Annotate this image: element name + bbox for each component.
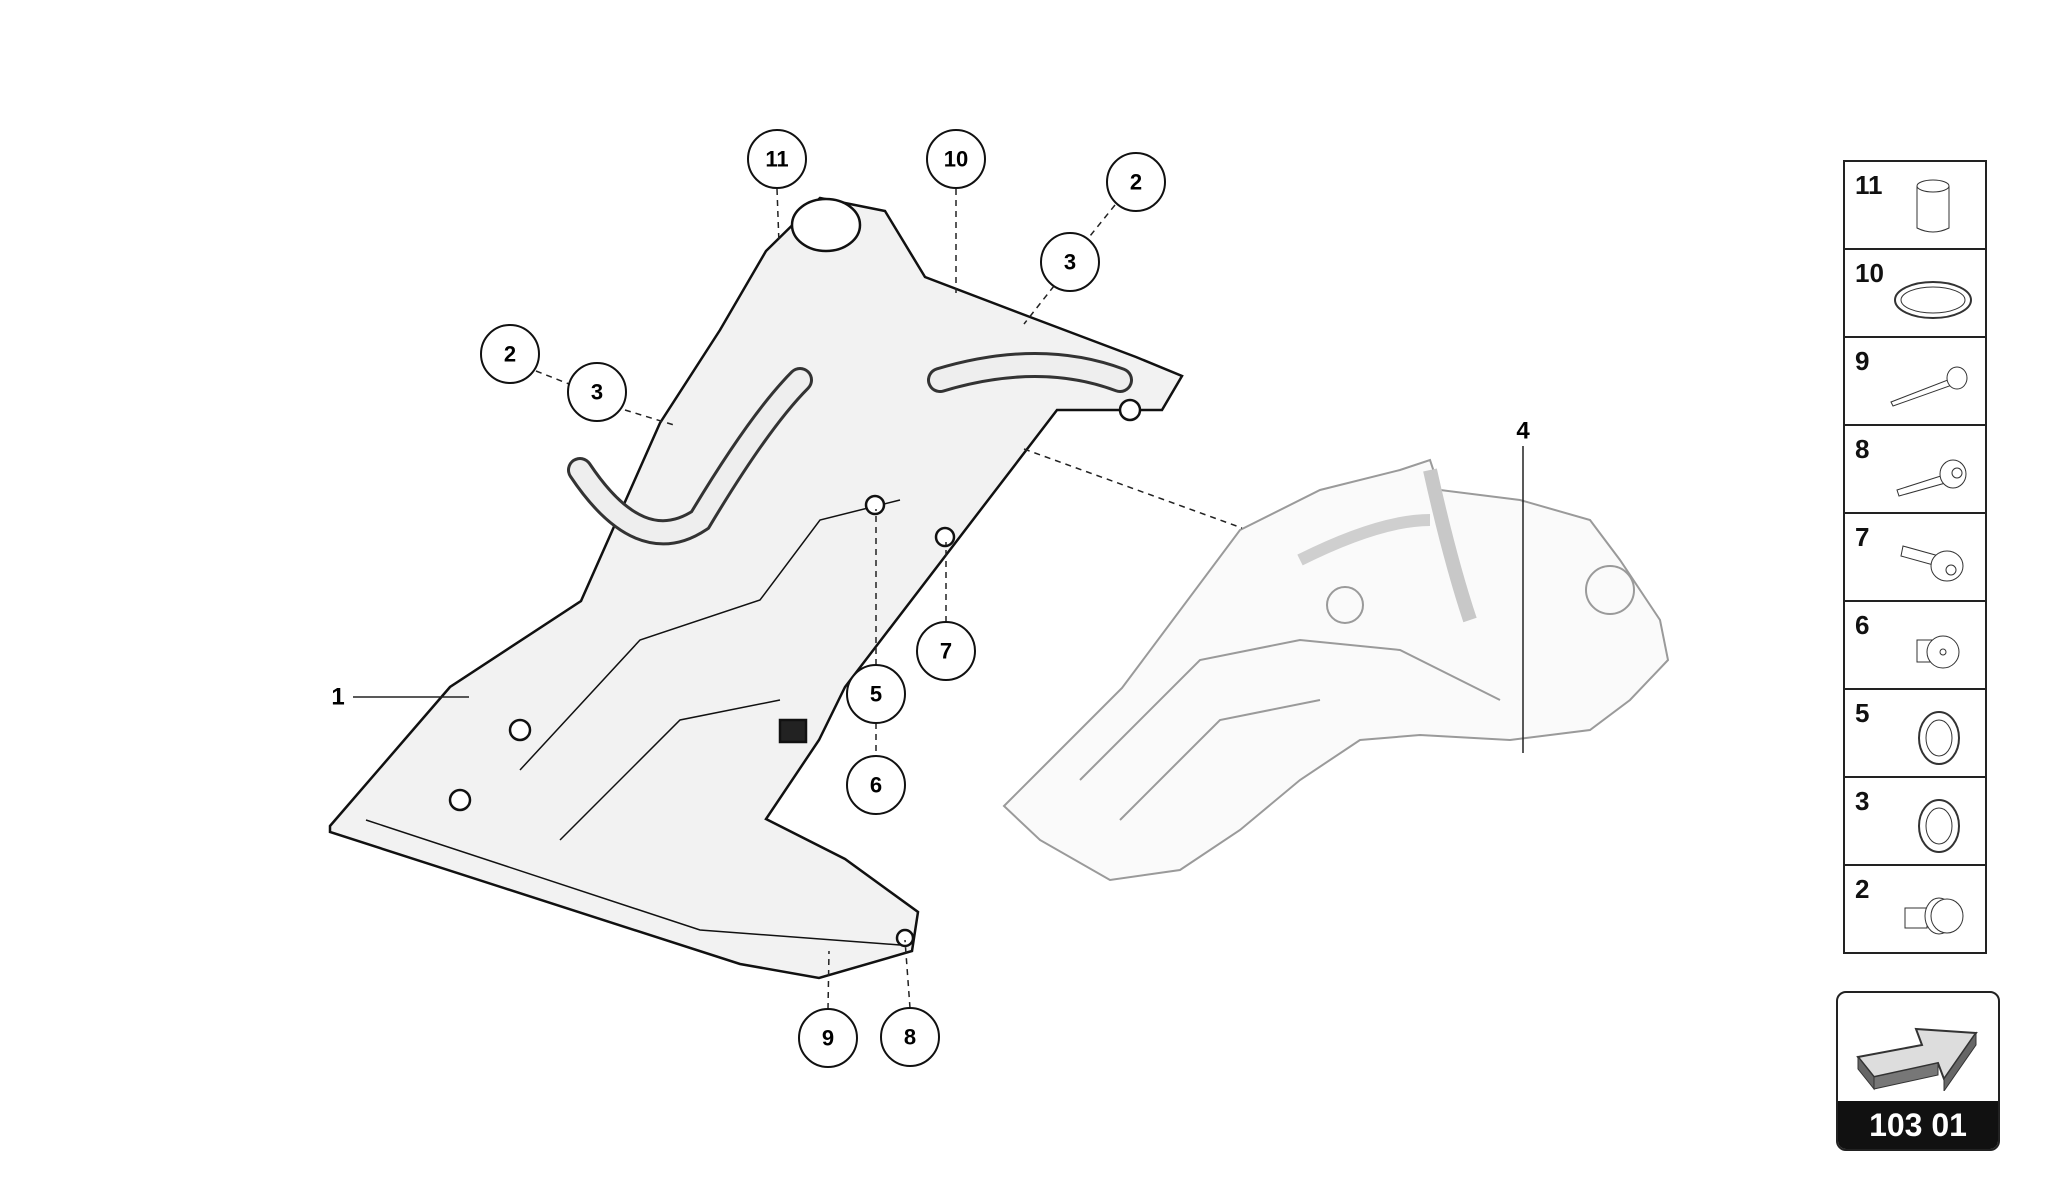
bolt-icon bbox=[1896, 459, 1967, 497]
plug-icon bbox=[1916, 635, 1960, 669]
legend-number: 11 bbox=[1855, 170, 1883, 200]
callout-2-left: 2 bbox=[480, 324, 540, 384]
leader-lines bbox=[353, 188, 1524, 1010]
legend-item-8: 8 bbox=[1845, 426, 1985, 514]
legend-item-6: 6 bbox=[1845, 602, 1985, 690]
legend-number: 10 bbox=[1855, 258, 1884, 288]
svg-text:10: 10 bbox=[944, 147, 968, 172]
legend-item-11: 11 bbox=[1845, 162, 1985, 250]
arrow-icon bbox=[1856, 1027, 1978, 1091]
part-1-drawing bbox=[328, 196, 1184, 980]
callout-3-left: 3 bbox=[567, 362, 627, 422]
legend-number: 5 bbox=[1855, 698, 1870, 728]
callout-6: 6 bbox=[846, 755, 906, 815]
page-reference-code: 103 01 bbox=[1838, 1101, 1998, 1149]
legend-item-3: 3 bbox=[1845, 778, 1985, 866]
legend-number: 7 bbox=[1855, 522, 1870, 552]
callout-10: 10 bbox=[926, 129, 986, 189]
gasket-icon bbox=[1894, 281, 1972, 319]
legend-item-5: 5 bbox=[1845, 690, 1985, 778]
svg-text:6: 6 bbox=[870, 773, 882, 798]
page-reference-button[interactable]: 103 01 bbox=[1836, 991, 2000, 1151]
legend-item-2: 2 bbox=[1845, 866, 1985, 952]
svg-text:11: 11 bbox=[765, 147, 788, 172]
svg-text:2: 2 bbox=[1130, 170, 1142, 195]
svg-text:3: 3 bbox=[1064, 250, 1076, 275]
long-bolt-icon bbox=[1890, 366, 1968, 407]
svg-text:8: 8 bbox=[904, 1025, 916, 1050]
seal-ring-icon bbox=[1918, 711, 1960, 765]
callout-5: 5 bbox=[846, 664, 906, 724]
legend-item-10: 10 bbox=[1845, 250, 1985, 338]
exploded-diagram: 11 10 2 3 2 3 7 5 6 9 8 1 4 bbox=[328, 129, 1670, 1068]
seal-ring-icon bbox=[1918, 799, 1960, 853]
svg-text:7: 7 bbox=[940, 639, 952, 664]
callout-3-right: 3 bbox=[1040, 232, 1100, 292]
svg-text:3: 3 bbox=[591, 380, 603, 405]
legend-number: 6 bbox=[1855, 610, 1870, 640]
callout-7: 7 bbox=[916, 621, 976, 681]
screw-plug-icon bbox=[1904, 897, 1964, 935]
short-bolt-icon bbox=[1900, 545, 1964, 582]
callout-8: 8 bbox=[880, 1007, 940, 1067]
parts-legend: 11 10 9 8 7 6 5 3 2 bbox=[1843, 160, 1987, 954]
legend-number: 2 bbox=[1855, 874, 1870, 904]
callout-9: 9 bbox=[798, 1008, 858, 1068]
svg-text:5: 5 bbox=[870, 682, 882, 707]
legend-item-7: 7 bbox=[1845, 514, 1985, 602]
sleeve-icon bbox=[1916, 179, 1950, 233]
svg-text:9: 9 bbox=[822, 1026, 834, 1051]
part-4-drawing bbox=[1002, 458, 1670, 882]
callout-11: 11 bbox=[747, 129, 807, 189]
legend-item-9: 9 bbox=[1845, 338, 1985, 426]
label-part-1: 1 bbox=[331, 684, 344, 711]
callout-2-right: 2 bbox=[1106, 152, 1166, 212]
legend-number: 8 bbox=[1855, 434, 1870, 464]
svg-text:2: 2 bbox=[504, 342, 516, 367]
legend-number: 9 bbox=[1855, 346, 1870, 376]
legend-number: 3 bbox=[1855, 786, 1870, 816]
label-part-4: 4 bbox=[1516, 418, 1530, 445]
